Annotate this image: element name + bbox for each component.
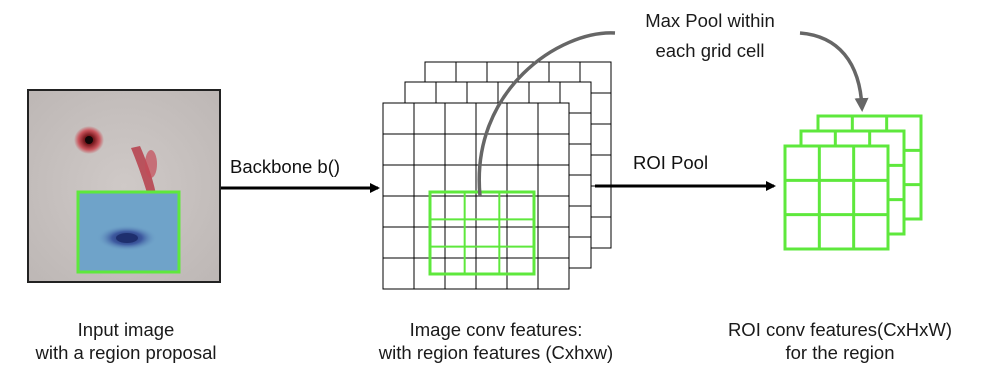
roi-features-caption: ROI conv features(CxHxW) for the region [690,318,990,364]
feature-layer-front [382,102,570,290]
input-caption: Input image with a region proposal [0,318,252,364]
roi-feature-stack [783,114,923,251]
features-caption: Image conv features: with region feature… [336,318,656,364]
red-streak [131,146,156,196]
max-pool-label-line2: each grid cell [655,40,765,61]
features-caption-line2: with region features (Cxhxw) [378,342,614,364]
max-pool-label-line1: Max Pool within [645,10,775,31]
roi-features-caption-line2: for the region [785,342,895,364]
max-pool-curve-arrow-right [799,31,869,112]
region-feature-grid [428,190,536,276]
features-caption-line1: Image conv features: [409,319,583,340]
input-image [27,89,221,283]
backbone-label: Backbone b() [230,156,341,177]
red-star-core [85,136,93,144]
roi-layer-front [783,144,890,251]
roi-layer-front-border [783,144,890,251]
region-feature-border [428,190,536,276]
feature-map-stack [382,61,612,290]
roi-pool-label: ROI Pool [633,152,709,173]
max-pool-curve-arrow [477,31,616,197]
input-caption-line2: with a region proposal [35,342,217,364]
galaxy-core [116,233,138,243]
max-pool-label: Max Pool within each grid cell [600,6,820,66]
input-caption-line1: Input image [77,319,175,340]
roi-features-caption-line1: ROI conv features(CxHxW) [727,319,953,340]
red-streak-tail [145,150,157,178]
